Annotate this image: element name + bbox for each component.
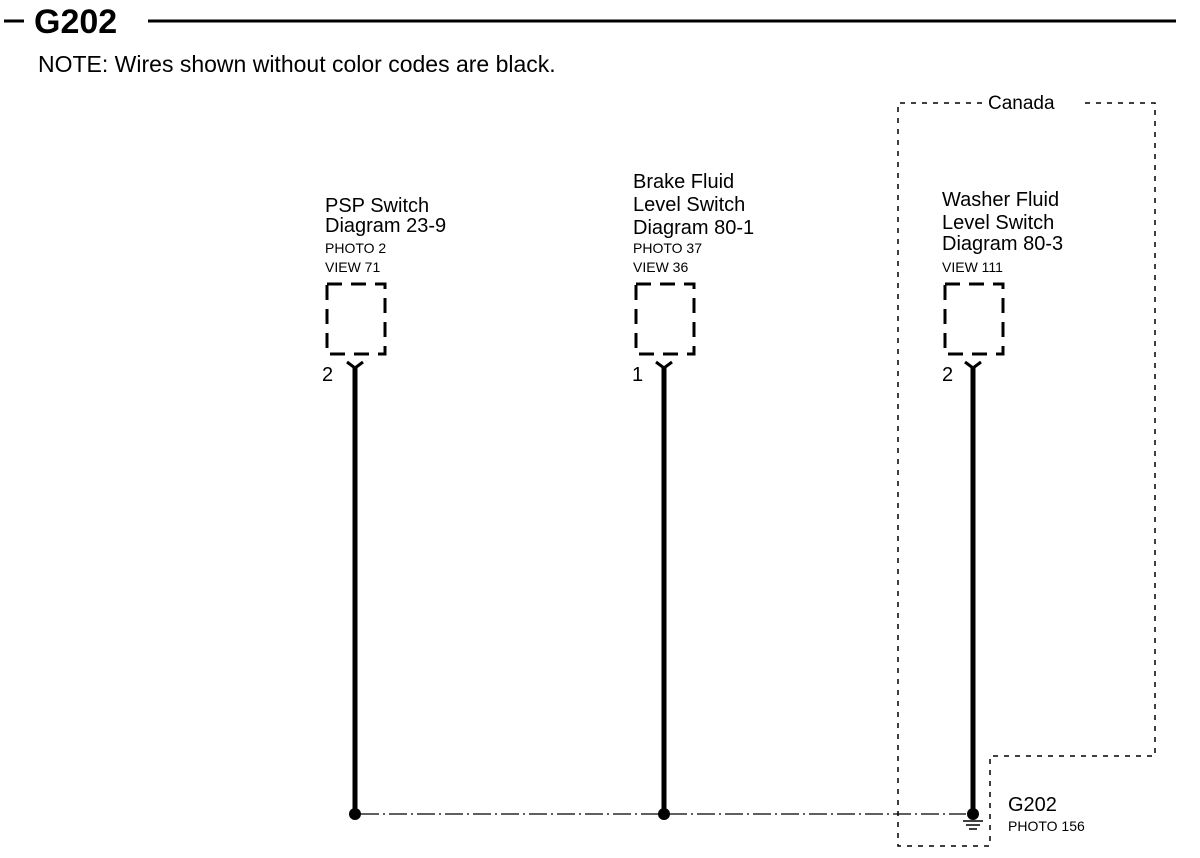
brake-fluid-switch-pin: 1 (632, 364, 643, 386)
washer-fluid-switch-name-line-3: Diagram 80-3 (942, 233, 1063, 255)
psp-switch-connector-box (325, 282, 387, 356)
brake-fluid-level-switch: Brake Fluid Level Switch Diagram 80-1 PH… (632, 171, 754, 820)
brake-fluid-switch-connector-box (634, 282, 696, 356)
canada-region-outline (897, 102, 1156, 847)
psp-switch-name-line-2: Diagram 23-9 (325, 215, 446, 237)
ground-label: G202 (1008, 794, 1057, 816)
psp-switch-view: VIEW 71 (325, 259, 380, 275)
washer-fluid-switch-view: VIEW 111 (942, 259, 1003, 275)
washer-fluid-switch-splice (967, 808, 979, 820)
brake-fluid-switch-name-line-1: Brake Fluid (633, 171, 734, 193)
ground-symbol-icon (963, 820, 983, 830)
washer-fluid-switch-pin: 2 (942, 364, 953, 386)
psp-switch-splice (349, 808, 361, 820)
brake-fluid-switch-name-line-3: Diagram 80-1 (633, 217, 754, 239)
psp-switch-pin: 2 (322, 364, 333, 386)
washer-fluid-switch-name-line-1: Washer Fluid (942, 189, 1059, 211)
psp-switch-photo: PHOTO 2 (325, 240, 386, 256)
washer-fluid-level-switch: Washer Fluid Level Switch Diagram 80-3 V… (942, 189, 1063, 820)
page-title: G202 (34, 3, 117, 41)
washer-fluid-switch-name-line-2: Level Switch (942, 212, 1054, 234)
psp-switch-name-line-1: PSP Switch (325, 195, 429, 217)
brake-fluid-switch-name-line-2: Level Switch (633, 194, 745, 216)
psp-switch: PSP Switch Diagram 23-9 PHOTO 2 VIEW 71 … (322, 195, 446, 820)
wire-color-note: NOTE: Wires shown without color codes ar… (38, 51, 556, 77)
washer-fluid-switch-connector-box (943, 282, 1005, 356)
ground-photo: PHOTO 156 (1008, 818, 1085, 834)
brake-fluid-switch-view: VIEW 36 (633, 259, 688, 275)
brake-fluid-switch-photo: PHOTO 37 (633, 240, 702, 256)
canada-region-label: Canada (988, 93, 1055, 114)
